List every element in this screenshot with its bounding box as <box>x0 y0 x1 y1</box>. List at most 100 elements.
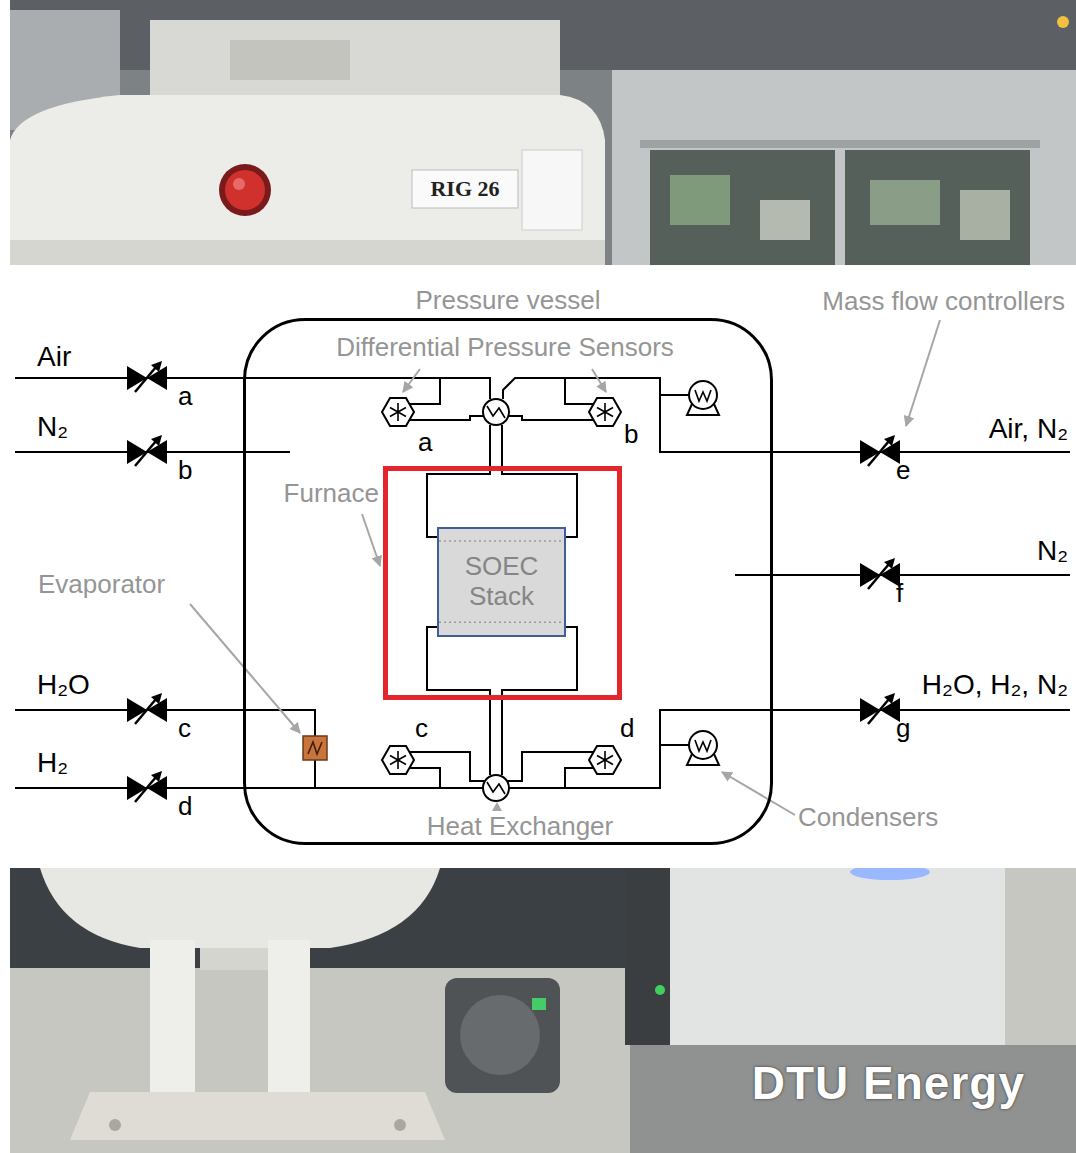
lab-photo-top <box>1057 16 1069 28</box>
leader-lines <box>592 369 606 392</box>
lab-photo-bottom <box>70 1092 445 1140</box>
lab-photo-bottom <box>150 940 195 1110</box>
valve-symbols <box>127 693 167 724</box>
heat-exchanger-symbols <box>483 775 509 801</box>
lab-photo-top <box>650 150 835 265</box>
pressure-sensor-symbols <box>382 398 414 426</box>
leader-lines <box>722 772 795 815</box>
pressure-sensor-symbols <box>382 746 414 774</box>
gas-pipes <box>508 378 597 420</box>
evaporator-symbol <box>303 736 327 760</box>
lab-photo-top <box>225 170 265 210</box>
lab-photo-bottom <box>268 940 310 1110</box>
gas-label: H₂O <box>37 670 90 701</box>
stack-layer-line <box>439 622 564 624</box>
node-heading: Pressure vessel <box>416 286 601 315</box>
sensor-letter: c <box>415 714 428 743</box>
lab-photo-top <box>10 240 605 265</box>
gas-pipes <box>660 394 689 396</box>
lab-photo-top <box>870 180 940 225</box>
gas-pipes <box>509 710 1070 788</box>
callout-label: Differential Pressure Sensors <box>336 333 674 362</box>
lab-photo-top <box>233 178 245 190</box>
pressure-sensor-symbols <box>382 398 621 774</box>
gas-pipes <box>15 787 483 789</box>
lab-photo-top <box>230 40 350 80</box>
gas-pipes <box>502 425 577 537</box>
stack-box: SOEC Stack <box>437 527 566 637</box>
stack-layer-line <box>439 540 564 542</box>
valve-symbols <box>860 435 900 466</box>
gas-pipes <box>15 378 490 399</box>
lab-photo-top <box>10 0 1076 265</box>
leader-lines <box>906 320 940 426</box>
lab-photo-bottom <box>630 1045 1076 1153</box>
node-label: SOEC Stack <box>439 552 564 612</box>
lab-photo-bottom <box>10 868 1076 1153</box>
gas-pipes <box>406 752 485 788</box>
sensor-letter: d <box>620 714 634 743</box>
valve-letter: e <box>896 456 910 485</box>
diagram-panel <box>10 265 1076 868</box>
gas-label: H₂ <box>37 748 68 779</box>
valve-letter: d <box>178 792 192 821</box>
lab-photo-bottom <box>40 868 440 948</box>
furnace-box: FurnaceSOEC Stack <box>383 466 622 700</box>
pressure-sensor-symbols <box>589 746 621 774</box>
gas-pipes <box>427 425 490 537</box>
lab-photo-top <box>522 150 582 230</box>
node-heading: Furnace <box>284 479 379 508</box>
callout-label: Mass flow controllers <box>822 287 1065 316</box>
sensor-letter: b <box>624 420 638 449</box>
lab-photo-bottom <box>10 864 1076 1153</box>
valve-letter: a <box>178 382 192 411</box>
gas-pipes <box>660 744 689 746</box>
pressure-vessel: Pressure vesselFurnaceSOEC Stack <box>243 318 773 845</box>
lab-photo-top <box>960 190 1010 240</box>
leader-lines <box>403 369 420 392</box>
gas-label: Air <box>37 342 71 373</box>
callout-label: Condensers <box>798 803 938 832</box>
lab-photo-bottom <box>109 1119 121 1131</box>
lab-photo-top <box>10 95 605 265</box>
gas-label: N₂ <box>1037 536 1068 567</box>
valve-letter: f <box>896 579 903 608</box>
valve-letter: b <box>178 456 192 485</box>
callout-label: Evaporator <box>38 570 165 599</box>
valve-symbols <box>127 361 167 392</box>
lab-photo-bottom <box>625 868 1005 1045</box>
evaporator-symbol <box>303 736 327 760</box>
condenser-symbols <box>687 381 719 765</box>
gas-pipes <box>735 574 1070 576</box>
lab-photo-bottom <box>460 995 540 1075</box>
lab-photo-top <box>10 0 1076 265</box>
lab-photo-bottom <box>445 978 560 1093</box>
leader-arrowhead <box>492 802 502 811</box>
condenser-symbols <box>687 731 719 765</box>
lab-photo-top <box>760 200 810 240</box>
lab-photo-bottom <box>394 1119 406 1131</box>
gas-pipes <box>406 378 484 420</box>
condenser-symbols <box>687 381 719 415</box>
gas-pipes <box>507 752 597 788</box>
pressure-sensor-symbols <box>589 398 621 426</box>
lab-photo-top <box>150 20 560 95</box>
callout-label: Heat Exchanger <box>427 812 613 841</box>
lab-photo-top <box>612 70 1076 265</box>
heat-exchanger-symbols <box>483 399 509 425</box>
valve-symbols <box>860 693 900 724</box>
leader-lines <box>190 320 940 815</box>
lab-photo-top <box>219 164 271 216</box>
lab-photo-bottom <box>655 985 665 995</box>
valve-symbols <box>860 558 900 589</box>
lab-photo-top <box>640 140 1040 148</box>
gas-pipes <box>15 378 1070 788</box>
sensor-letter: a <box>418 428 432 457</box>
lab-photo-bottom <box>625 868 670 1045</box>
lab-photo-top <box>845 150 1030 265</box>
gas-pipes <box>503 378 1070 452</box>
leader-lines <box>362 514 380 566</box>
lab-photo-top <box>670 175 730 225</box>
valve-letter: c <box>178 714 191 743</box>
gas-label: N₂ <box>37 412 68 443</box>
